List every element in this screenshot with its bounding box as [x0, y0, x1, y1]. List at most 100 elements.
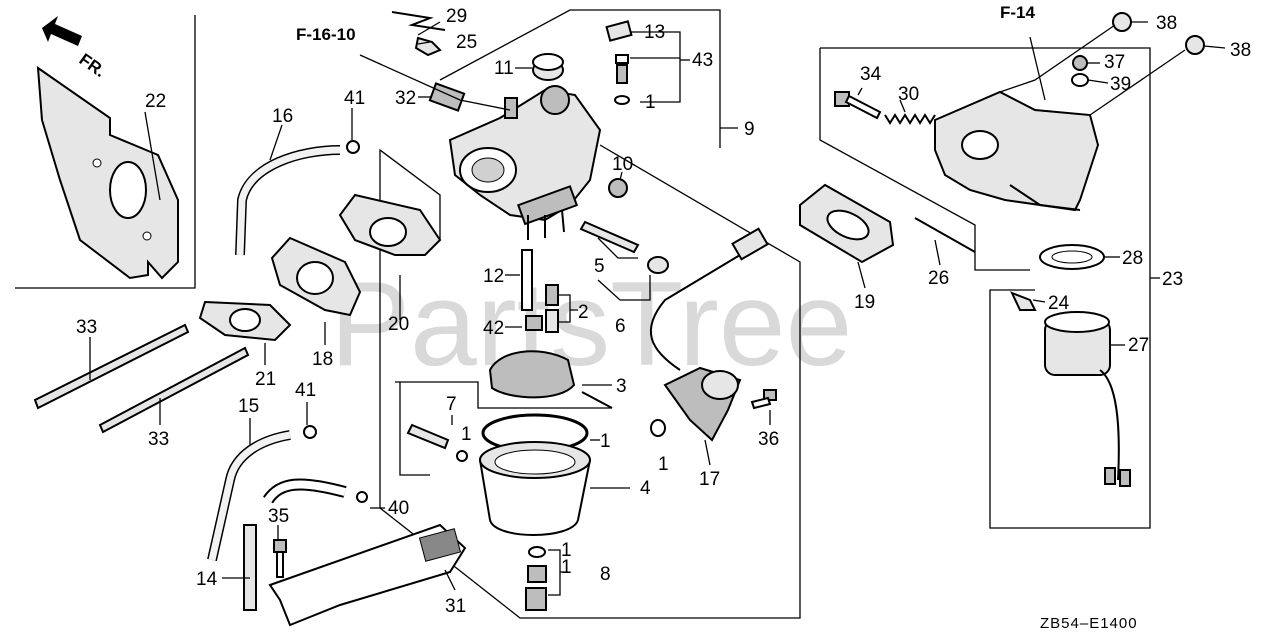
part-29-clip: [391, 11, 446, 57]
leader-lines: [89, 21, 1226, 596]
part-41-clip-lower: [303, 425, 317, 439]
stay-frame: [820, 47, 1151, 529]
part-37-nut: [1072, 55, 1088, 71]
callout-40: 40: [388, 498, 409, 519]
part-31-bracket: [268, 523, 467, 627]
callout-28: 28: [1122, 248, 1143, 269]
callout-22: 22: [145, 91, 166, 112]
part-8-drain: [525, 546, 547, 611]
part-35-bolt: [273, 539, 287, 578]
callout-9: 9: [744, 119, 755, 140]
part-34-bolt: [834, 91, 882, 120]
callout-38-b: 38: [1230, 40, 1251, 61]
callout-15: 15: [238, 396, 259, 417]
part-14-tube: [243, 524, 257, 611]
part-5-screw: [579, 220, 640, 254]
part-12-tube: [521, 249, 533, 311]
part-23-stay: [934, 90, 1100, 212]
callout-42: 42: [483, 318, 504, 339]
callout-35: 35: [268, 506, 289, 527]
part-38-nut-a: [1112, 12, 1132, 32]
part-10-screw: [608, 178, 628, 198]
callout-26: 26: [928, 268, 949, 289]
callout-4: 4: [640, 478, 651, 499]
callout-1-gasket: 1: [600, 431, 611, 452]
callout-1-screw: 1: [461, 424, 472, 445]
callout-37: 37: [1104, 52, 1125, 73]
callout-17: 17: [699, 469, 720, 490]
callout-25: 25: [456, 32, 477, 53]
callout-6: 6: [615, 316, 626, 337]
part-24-clip: [1010, 291, 1037, 311]
inset-frame-left: [15, 15, 196, 289]
part-27-motor: [1044, 311, 1131, 487]
callout-29: 29: [446, 6, 467, 27]
front-direction-arrow: FR.: [42, 16, 109, 81]
callout-24: 24: [1048, 293, 1070, 314]
part-20-gasket: [338, 193, 442, 256]
part-26-rod: [914, 217, 976, 253]
callout-8: 8: [600, 564, 611, 585]
callout-1-drain-b: 1: [561, 557, 572, 578]
part-19-insulator: [799, 183, 895, 264]
part-39-washer: [1071, 73, 1089, 87]
watermark: PartsTree: [330, 257, 852, 391]
callout-18: 18: [312, 349, 333, 370]
callout-19: 19: [854, 292, 875, 313]
callout-41-upper: 41: [344, 88, 365, 109]
callout-23: 23: [1162, 269, 1183, 290]
part-40-tube: [263, 478, 368, 504]
callout-3: 3: [616, 376, 627, 397]
callout-2: 2: [578, 302, 589, 323]
part-21-gasket: [198, 300, 292, 342]
callout-33-upper: 33: [76, 317, 97, 338]
diagram-code: ZB54–E1400: [1040, 615, 1138, 632]
sub-frame-top: [395, 381, 612, 409]
callout-13: 13: [644, 22, 665, 43]
part-42-jet: [525, 315, 543, 331]
callout-32: 32: [395, 88, 416, 109]
part-3-float: [488, 350, 613, 409]
reference-f14: F-14: [1000, 3, 1036, 22]
stay-frame-inner: [819, 48, 1030, 271]
carb-frame-top: [439, 9, 721, 148]
part-22-gasket: [36, 65, 179, 280]
callout-27: 27: [1128, 335, 1149, 356]
part-4-float-bowl: [478, 441, 592, 536]
callout-43: 43: [692, 50, 713, 71]
part-18-gasket: [270, 236, 362, 317]
callout-11: 11: [494, 58, 514, 79]
reference-f16-10: F-16-10: [296, 25, 356, 44]
callout-1-drain-a: 1: [561, 540, 572, 561]
callout-30: 30: [898, 84, 919, 105]
part-41-clip-upper: [346, 140, 360, 154]
part-9-carburetor-body: [448, 85, 602, 240]
callout-38-a: 38: [1156, 13, 1177, 34]
callout-16: 16: [272, 106, 293, 127]
callout-20: 20: [388, 314, 409, 335]
callout-39: 39: [1110, 74, 1131, 95]
callout-31: 31: [445, 596, 466, 617]
callout-5: 5: [594, 256, 605, 277]
callout-33-lower: 33: [148, 429, 169, 450]
part-11-cap: [532, 53, 564, 81]
callout-34: 34: [860, 64, 882, 85]
part-17-solenoid: [649, 227, 769, 442]
part-16-tube: [235, 145, 341, 256]
sub-frame-bowl: [399, 382, 430, 476]
part-33-stud-lower: [98, 346, 250, 434]
part-30-spring: [884, 113, 936, 125]
part-15-tube: [207, 430, 291, 562]
part-33-stud-upper: [33, 323, 190, 410]
part-32-fitting: [428, 82, 466, 112]
part-6-cap: [647, 256, 669, 274]
callout-1-carb-top: 1: [645, 92, 656, 113]
part-36-bolt: [750, 389, 777, 410]
callout-41-lower: 41: [295, 380, 316, 401]
callout-36: 36: [758, 429, 779, 450]
part-7-screw: [406, 423, 468, 462]
callout-21: 21: [255, 369, 276, 390]
callout-7: 7: [446, 394, 457, 415]
part-13-43-screw: [605, 20, 633, 105]
